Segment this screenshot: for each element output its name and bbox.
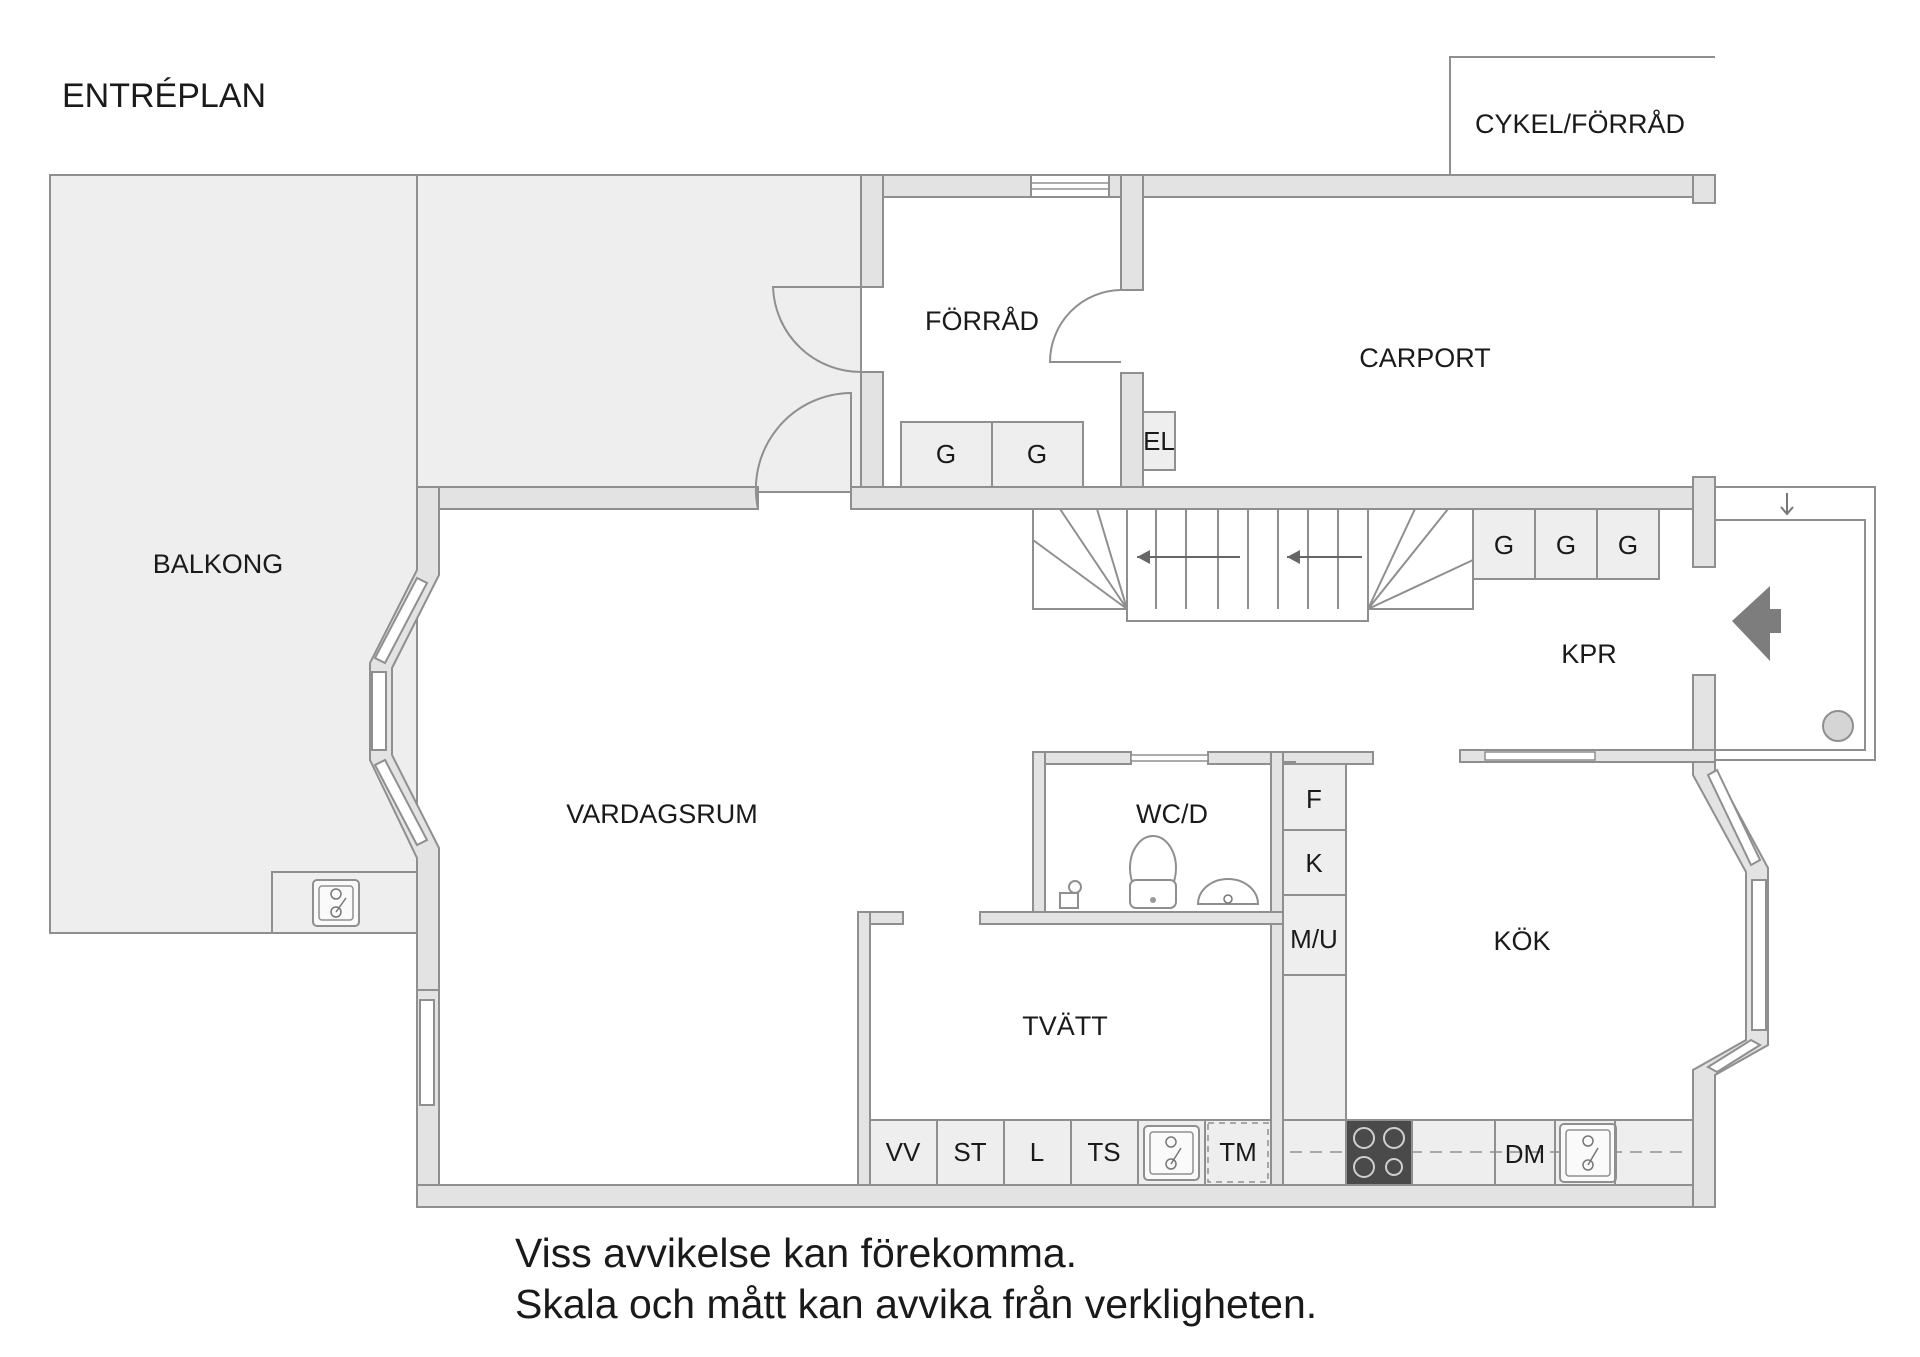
el-label: EL: [1143, 426, 1175, 456]
entrance-porch-inner: [1715, 519, 1866, 751]
entrance-arrow-icon: [1732, 586, 1781, 661]
forrad-wall-left-top: [860, 174, 884, 288]
wc-wall-top-left: [1032, 751, 1132, 765]
forrad-window: [1030, 174, 1110, 198]
forrad-g1: G: [936, 439, 956, 469]
plan-title: ENTRÉPLAN: [62, 77, 266, 115]
hall-g3: G: [1618, 530, 1638, 560]
terrace-door-upper: [771, 286, 862, 373]
kok-counter: DM: [1282, 1119, 1694, 1186]
el-cabinet: [1142, 411, 1176, 471]
wall-middle-left: [416, 486, 759, 510]
hall-g1: G: [1494, 530, 1514, 560]
wc-sink-icon: [1196, 878, 1260, 905]
room-kpr: KPR: [1561, 639, 1617, 669]
hall-g2: G: [1556, 530, 1576, 560]
kok-dm: DM: [1505, 1139, 1545, 1169]
room-cykel-forrad: CYKEL/FÖRRÅD: [1475, 108, 1685, 139]
cykel-forrad-outline: [1449, 56, 1715, 175]
wall-middle-right: [850, 486, 1712, 510]
staircase: [1032, 508, 1474, 622]
tvatt-vv: VV: [886, 1137, 921, 1167]
room-carport: CARPORT: [1359, 343, 1491, 373]
kok-k: K: [1305, 848, 1323, 878]
room-wc-d: WC/D: [1136, 799, 1208, 829]
wall-middle-right-end: [1692, 476, 1716, 568]
toilet-icon: [1129, 835, 1177, 909]
vardagsrum-window-lower: [419, 999, 435, 1106]
balkong-sink-icon: [312, 879, 360, 927]
wc-wall-left: [1032, 751, 1046, 913]
tvatt-ts: TS: [1087, 1137, 1120, 1167]
terrace-door-lower: [754, 391, 852, 510]
bay-window-left: [371, 576, 429, 847]
kok-f: F: [1306, 784, 1322, 814]
forrad-storage: G G: [900, 421, 1084, 488]
tvatt-tm: TM: [1219, 1137, 1257, 1167]
wc-window-top: [1130, 754, 1209, 762]
hall-storage: G G G: [1472, 508, 1660, 580]
kok-window-top: [1484, 751, 1596, 761]
entrance-porch: [1715, 486, 1876, 761]
wall-top-right-end: [1692, 174, 1716, 204]
room-tvatt: TVÄTT: [1022, 1011, 1108, 1041]
forrad-g2: G: [1027, 439, 1047, 469]
disclaimer-line2: Skala och mått kan avvika från verklighe…: [515, 1281, 1317, 1327]
forrad-carport-wall-top: [1120, 174, 1144, 291]
carport-door: [1048, 289, 1122, 363]
wc-wall-bottom: [979, 911, 1284, 925]
tvatt-appliances: VV ST L TS TM: [869, 1119, 1272, 1186]
kok-mu: M/U: [1290, 924, 1338, 954]
kok-tall-units: F K M/U: [1282, 761, 1347, 1186]
room-vardagsrum: VARDAGSRUM: [566, 799, 758, 829]
balkong-area: [49, 174, 418, 934]
terrace-area: [416, 174, 862, 493]
kok-wall-left-top: [1282, 751, 1374, 765]
bidet-shower-icon: [1059, 880, 1082, 909]
room-forrad: FÖRRÅD: [925, 305, 1039, 336]
wall-top: [860, 174, 1716, 198]
tvatt-wall-left: [857, 911, 871, 1186]
room-kok: KÖK: [1493, 926, 1550, 956]
wall-bottom: [416, 1184, 1716, 1208]
tvatt-l: L: [1030, 1137, 1044, 1167]
disclaimer-line1: Viss avvikelse kan förekomma.: [515, 1230, 1077, 1276]
porch-lamp: [1822, 710, 1854, 742]
tvatt-st: ST: [953, 1137, 986, 1167]
room-balkong: BALKONG: [153, 549, 284, 579]
wc-wall-right: [1270, 751, 1284, 1186]
bay-window-right: [1706, 768, 1767, 1074]
